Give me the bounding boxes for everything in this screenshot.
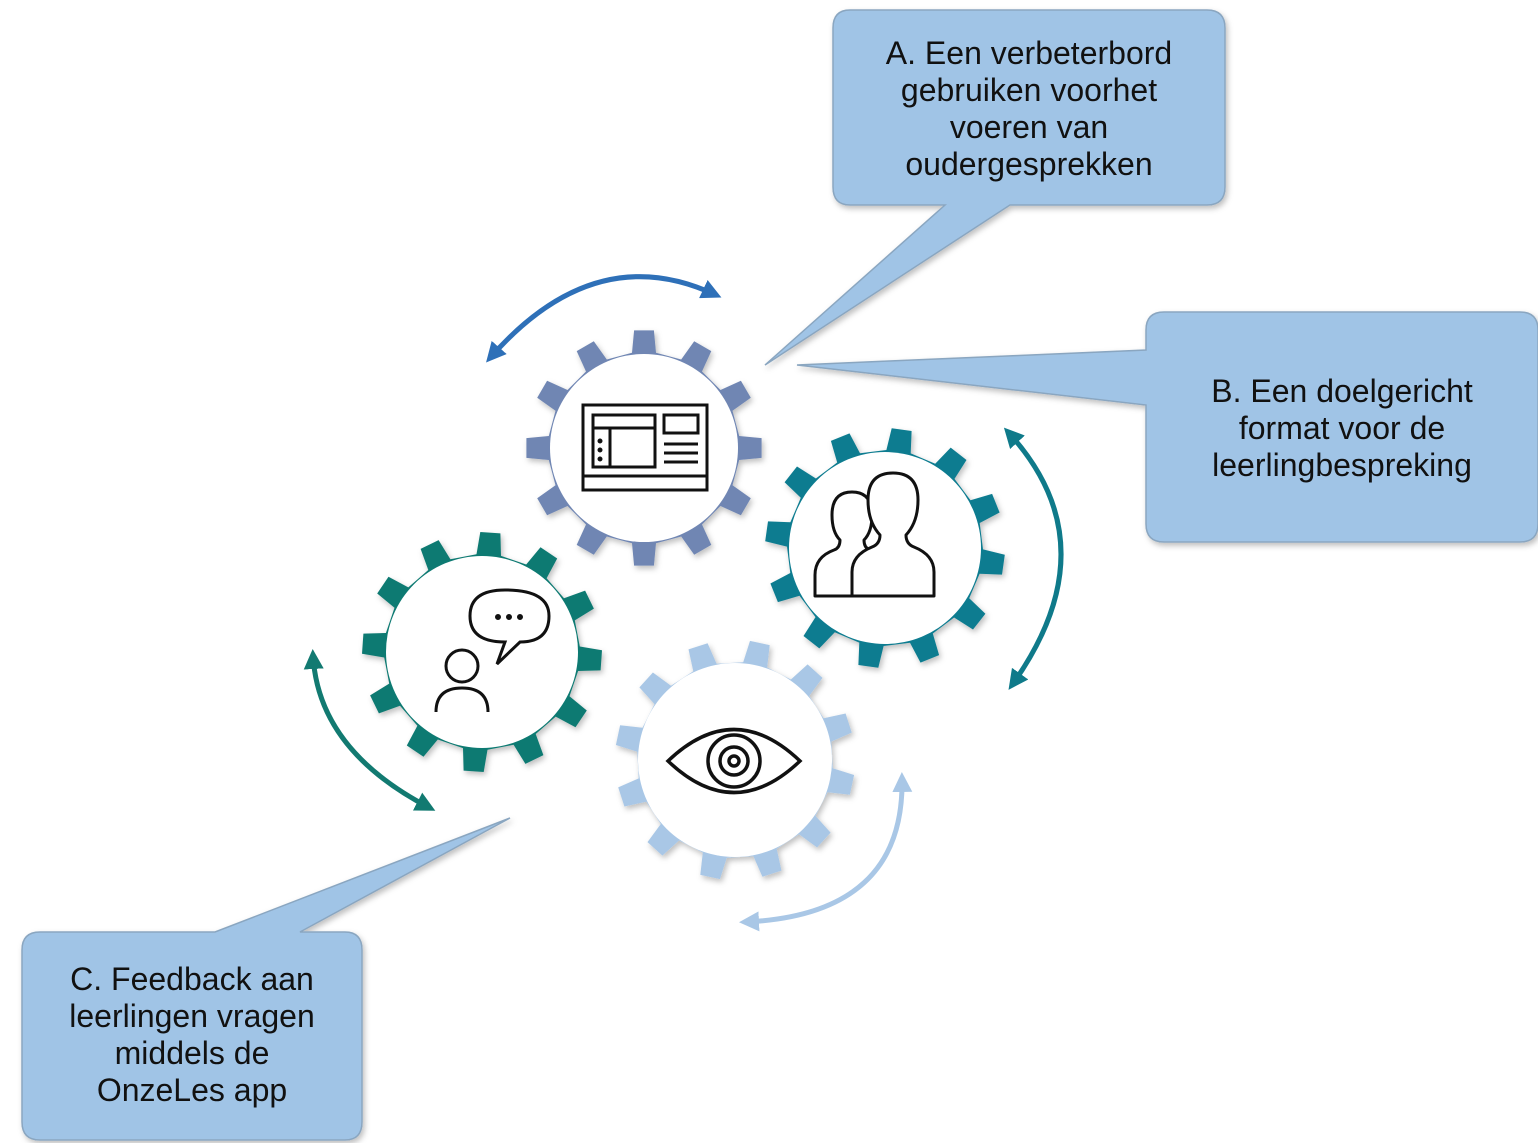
arrow-board	[486, 274, 722, 363]
callout-b-line-3: leerlingbespreking	[1212, 447, 1472, 483]
arrow-eye	[739, 772, 913, 932]
callout-a-line-2: gebruiken voorhet	[900, 72, 1158, 108]
gear-feedback-center	[386, 556, 578, 748]
callout-a-line-3: voeren van	[949, 109, 1109, 145]
gear-feedback	[362, 532, 602, 772]
callout-c-line-3: middels de	[114, 1034, 270, 1071]
callout-c-line-2: leerlingen vragen	[69, 997, 315, 1034]
callout-a-line-1: A. Een verbeterbord	[885, 35, 1173, 71]
callout-c-line-1: C. Feedback aan	[70, 960, 314, 997]
gear-board	[526, 330, 762, 566]
gear-eye-center	[638, 663, 832, 857]
eye-icon	[665, 727, 803, 795]
callout-b	[796, 311, 1538, 543]
callout-b-line-2: format voor de	[1238, 410, 1446, 446]
callout-a	[764, 9, 1226, 366]
gear-eye	[615, 640, 855, 880]
callout-c-text: C. Feedback aan leerlingen vragen middel…	[22, 932, 362, 1137]
dashboard-board-icon	[581, 403, 709, 492]
two-people-icon	[813, 471, 936, 598]
person-speech-bubble-icon	[434, 588, 551, 713]
callout-b-text: B. Een doelgericht format voor de leerli…	[1146, 316, 1538, 541]
arrow-feedback	[303, 649, 436, 811]
gear-board-center	[550, 354, 738, 542]
callout-a-text: A. Een verbeterbord gebruiken voorhet vo…	[833, 14, 1225, 204]
callout-c	[21, 817, 511, 1141]
callout-a-line-4: oudergesprekken	[905, 146, 1153, 182]
arrow-people	[1003, 427, 1064, 690]
callout-b-line-1: B. Een doelgericht	[1211, 373, 1473, 409]
callout-c-line-4: OnzeLes app	[96, 1071, 288, 1108]
